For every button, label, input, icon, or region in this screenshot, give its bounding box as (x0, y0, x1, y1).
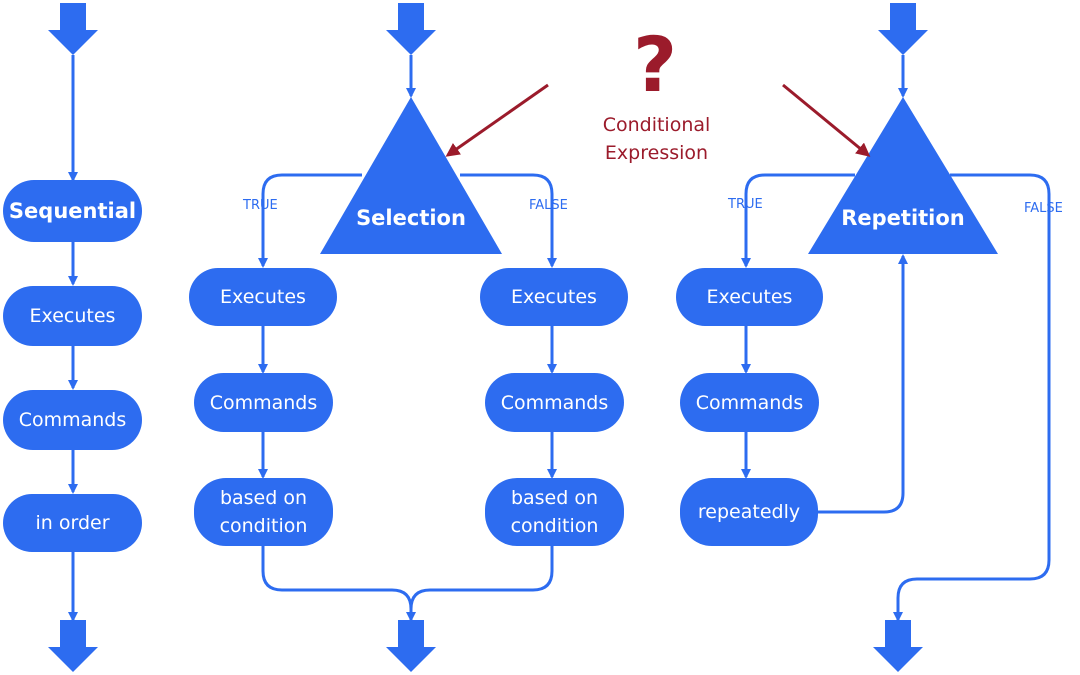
selection-true-commands: Commands (194, 373, 333, 432)
sel-false-branch (460, 173, 557, 268)
question-mark-icon: ? (632, 20, 678, 109)
repetition-decision-triangle (808, 97, 998, 254)
selection-false-condition: based on condition (485, 478, 624, 546)
selection-false-commands: Commands (485, 373, 624, 432)
conditional-expression-label: Conditional Expression (602, 114, 711, 164)
rep-true-branch (741, 173, 855, 268)
annotation-arrow-repetition (782, 83, 871, 157)
repetition-repeatedly: repeatedly (680, 478, 818, 546)
sel-merge-right (409, 546, 554, 610)
sequential-entry-arrow (48, 3, 98, 55)
repetition-false-label: FALSE (1024, 201, 1063, 216)
repetition-exit-arrow (873, 620, 923, 672)
annotation-arrow-selection (445, 83, 549, 157)
selection-decision-triangle (320, 97, 502, 254)
sequential-title-node: Sequential (3, 180, 142, 242)
sequential-exit-arrow (48, 620, 98, 672)
sequential-step-in-order: in order (3, 494, 142, 552)
rep-false-branch (893, 173, 1051, 622)
selection-exit-arrow (386, 620, 436, 672)
selection-true-condition: based on condition (194, 478, 333, 546)
repetition-title: Repetition (841, 206, 965, 230)
sequential-step-executes: Executes (3, 286, 142, 346)
selection-true-label: TRUE (243, 198, 278, 213)
selection-title: Selection (356, 206, 466, 230)
repetition-executes: Executes (676, 268, 823, 326)
selection-false-label: FALSE (529, 198, 568, 213)
sel-merge-left (261, 546, 416, 622)
selection-false-executes: Executes (480, 268, 628, 326)
repetition-entry-arrow (878, 3, 928, 55)
sequential-step-commands: Commands (3, 390, 142, 450)
repetition-true-label: TRUE (728, 197, 763, 212)
rep-loop-back (818, 254, 908, 514)
repetition-commands: Commands (680, 373, 819, 432)
sel-true-branch (258, 173, 362, 268)
selection-true-executes: Executes (189, 268, 337, 326)
selection-entry-arrow (386, 3, 436, 55)
